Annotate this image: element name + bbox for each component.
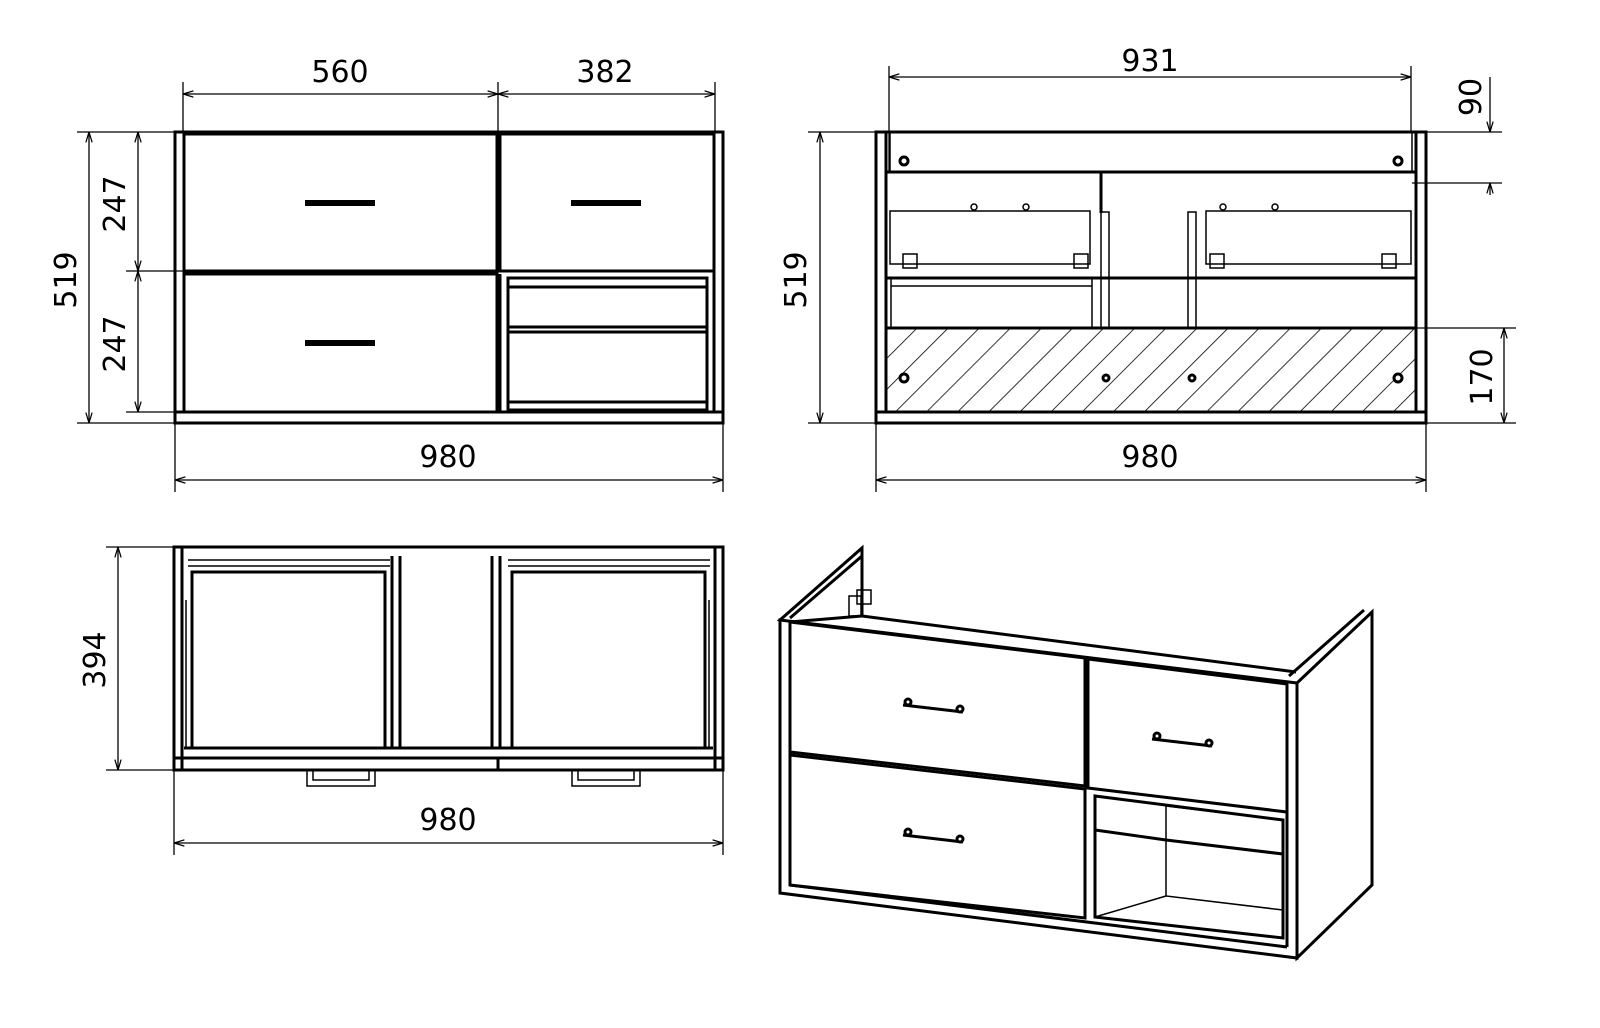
dim-front-height: 519	[49, 251, 84, 308]
handle-icon	[571, 770, 641, 787]
handle-icon	[306, 770, 376, 787]
dimension-lines	[77, 82, 724, 492]
top-view: 394 980	[78, 545, 725, 855]
open-shelf	[1093, 794, 1285, 940]
dim-lower-drawer-height: 247	[98, 315, 133, 372]
dimension-lines	[106, 546, 724, 855]
drawer-box-right	[510, 570, 707, 750]
dim-back-width: 980	[1121, 440, 1178, 475]
dim-depth: 394	[78, 631, 113, 688]
drawer-top-right	[1086, 657, 1289, 814]
handle-icon	[902, 697, 965, 714]
back-view: 931 90 170 519 980	[779, 44, 1516, 492]
drawer-box-left	[190, 570, 387, 750]
dim-bottom-panel-height: 170	[1465, 348, 1500, 405]
dimension-lines	[808, 66, 1516, 492]
drawer-bottom-left	[788, 753, 1087, 920]
dim-inner-width: 931	[1121, 44, 1178, 79]
drawer-top-right	[498, 132, 716, 273]
dim-right-section-width: 382	[576, 55, 633, 90]
front-view: 560 382 980 519 247 247	[49, 55, 725, 492]
drawer-top-left	[182, 132, 499, 273]
drawer-bottom-left	[182, 272, 499, 414]
handle-icon	[902, 827, 965, 844]
dim-upper-drawer-height: 247	[98, 175, 133, 232]
dim-left-drawer-width: 560	[311, 55, 368, 90]
perspective-view	[776, 544, 1374, 962]
open-shelf	[498, 274, 709, 412]
hatched-back-panel	[884, 326, 1418, 414]
dim-top-width: 980	[419, 803, 476, 838]
dim-top-rail-height: 90	[1454, 78, 1489, 116]
dim-front-width: 980	[419, 440, 476, 475]
drawer-top-left	[788, 620, 1087, 788]
dim-back-height: 519	[779, 251, 814, 308]
handle-icon	[1151, 731, 1214, 748]
